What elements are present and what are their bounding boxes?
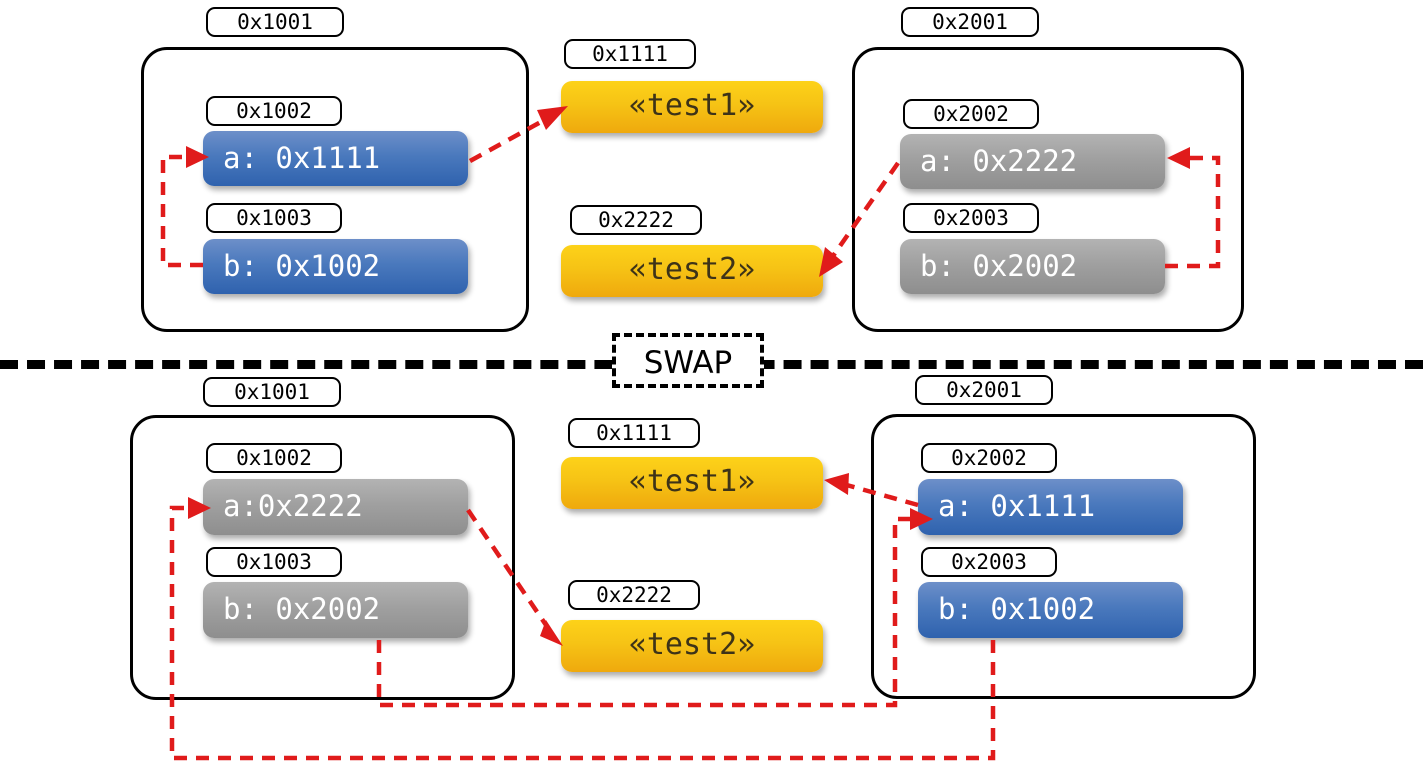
before-left-slot-0: a: 0x1111 <box>203 131 468 186</box>
after-left-slot-0-address: 0x1002 <box>206 443 342 473</box>
after-left-block-address: 0x1001 <box>203 377 341 407</box>
after-left-slot-0: a:0x2222 <box>203 479 468 535</box>
after-string-1-address: 0x2222 <box>568 580 700 610</box>
before-string-0-address: 0x1111 <box>564 39 696 69</box>
after-string-0: «test1» <box>561 457 823 509</box>
swap-label-box: SWAP <box>612 333 764 388</box>
before-right-slot-0: a: 0x2222 <box>900 134 1165 189</box>
after-left-slot-1: b: 0x2002 <box>203 582 468 638</box>
after-right-slot-0-address: 0x2002 <box>921 443 1057 473</box>
before-string-0: «test1» <box>561 81 823 133</box>
after-left-slot-1-address: 0x1003 <box>206 547 342 577</box>
before-left-slot-1-address: 0x1003 <box>206 203 342 233</box>
before-left-block-address: 0x1001 <box>206 7 344 37</box>
after-right-slot-0: a: 0x1111 <box>918 479 1183 535</box>
before-string-1-address: 0x2222 <box>570 205 702 235</box>
swap-label: SWAP <box>643 345 733 381</box>
before-right-slot-1: b: 0x2002 <box>900 239 1165 294</box>
after-string-1: «test2» <box>561 620 823 672</box>
after-right-block-address: 0x2001 <box>915 375 1053 405</box>
after-right-slot-1: b: 0x1002 <box>918 582 1183 638</box>
before-right-slot-0-address: 0x2002 <box>903 99 1039 129</box>
before-left-slot-0-address: 0x1002 <box>206 96 342 126</box>
after-right-slot-1-address: 0x2003 <box>921 547 1057 577</box>
before-left-slot-1: b: 0x1002 <box>203 239 468 294</box>
before-right-slot-1-address: 0x2003 <box>903 203 1039 233</box>
before-right-block-address: 0x2001 <box>901 7 1039 37</box>
after-string-0-address: 0x1111 <box>568 418 700 448</box>
before-string-1: «test2» <box>561 245 823 297</box>
